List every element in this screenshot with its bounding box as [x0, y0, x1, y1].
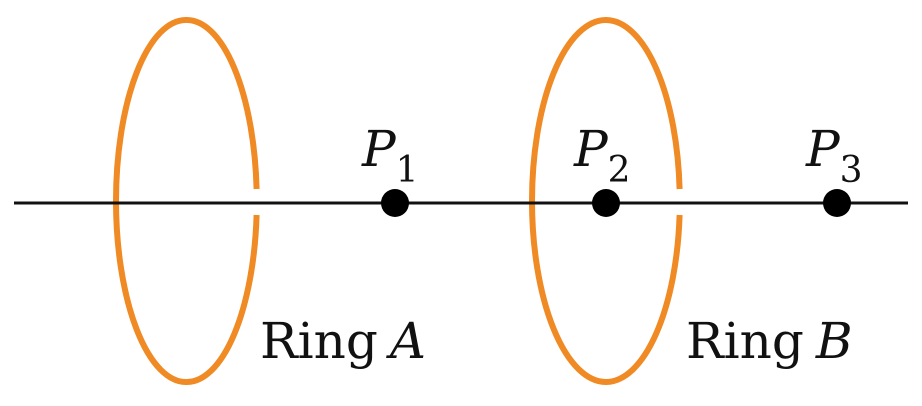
- label-p2: P2: [573, 120, 631, 191]
- label-p2-subscript: 2: [608, 150, 631, 191]
- ring-a-front-arc-upper: [185, 16, 260, 190]
- label-ring-a-word: Ring: [260, 312, 378, 370]
- label-ring-b-letter: B: [815, 312, 853, 370]
- label-p3: P3: [805, 120, 863, 191]
- ring-b-front-arc-upper: [605, 17, 683, 190]
- label-p3-letter: P: [805, 120, 841, 178]
- ring-a-front-arc-lower: [185, 214, 260, 386]
- label-ring-a-letter: A: [386, 312, 426, 370]
- label-p2-letter: P: [573, 120, 609, 178]
- point-p1: [381, 189, 409, 217]
- label-p1-letter: P: [361, 120, 397, 178]
- point-p3: [823, 189, 851, 217]
- label-ring-b-word: Ring: [686, 312, 804, 370]
- ring-b-back-arc: [529, 17, 607, 385]
- label-p3-subscript: 3: [840, 150, 863, 191]
- ring-a-back-arc: [113, 17, 187, 385]
- label-p1-subscript: 1: [396, 150, 419, 191]
- label-p1: P1: [361, 120, 419, 191]
- point-p2: [592, 189, 620, 217]
- ring-b-front-arc-lower: [605, 214, 683, 385]
